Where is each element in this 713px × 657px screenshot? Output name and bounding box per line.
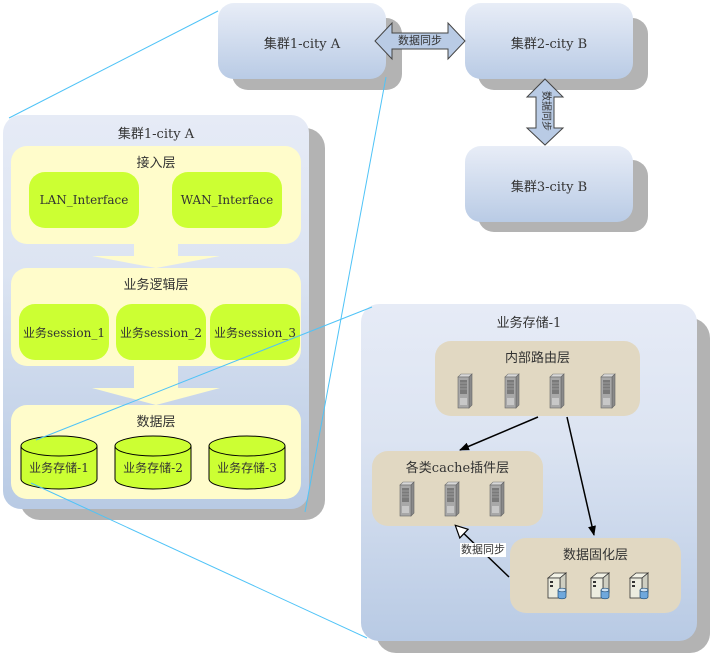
database-server-icon[interactable] <box>628 572 651 600</box>
storage-detail-title: 业务存储-1 <box>496 316 562 331</box>
routing-server-icon[interactable] <box>456 373 473 409</box>
cluster1-box[interactable]: 集群1-city A <box>218 3 386 79</box>
wan-interface-node[interactable]: WAN_Interface <box>172 172 282 228</box>
session-3-node[interactable]: 业务session_3 <box>210 304 300 360</box>
arrow-routing-to-persist <box>566 416 596 536</box>
cache-layer-title: 各类cache插件层 <box>405 461 510 476</box>
logic-layer-title: 业务逻辑层 <box>123 278 189 293</box>
storage-1-cylinder[interactable] <box>20 435 98 490</box>
zoom-line-storage-bottom <box>30 482 368 639</box>
arrow-routing-to-cache <box>459 416 539 451</box>
zoom-line-cluster-left <box>8 10 219 119</box>
routing-layer-title: 内部路由层 <box>504 351 570 366</box>
zoom-line-cluster-right <box>304 76 387 513</box>
sync-label-horizontal: 数据同步 <box>398 34 442 47</box>
cluster3-box[interactable]: 集群3-city B <box>465 146 633 222</box>
access-layer-title: 接入层 <box>136 156 176 171</box>
cache-server-icon[interactable] <box>443 481 460 517</box>
storage-2-label: 业务存储-2 <box>123 461 183 475</box>
cache-server-icon[interactable] <box>488 481 505 517</box>
database-server-icon[interactable] <box>589 572 612 600</box>
routing-server-icon[interactable] <box>503 373 520 409</box>
persist-sync-label: 数据同步 <box>460 543 506 557</box>
storage-1-label: 业务存储-1 <box>29 461 89 475</box>
persist-layer-title: 数据固化层 <box>562 548 628 563</box>
session-2-node[interactable]: 业务session_2 <box>116 304 206 360</box>
storage-2-cylinder[interactable] <box>114 435 192 490</box>
lan-interface-node[interactable]: LAN_Interface <box>29 172 139 228</box>
cluster2-label: 集群2-city B <box>510 37 588 52</box>
storage-3-label: 业务存储-3 <box>217 461 277 475</box>
cluster3-label: 集群3-city B <box>510 180 588 195</box>
cluster1-label: 集群1-city A <box>263 37 341 52</box>
cache-server-icon[interactable] <box>398 481 415 517</box>
routing-server-icon[interactable] <box>548 373 565 409</box>
data-layer-title: 数据层 <box>136 415 176 430</box>
routing-server-icon[interactable] <box>599 373 616 409</box>
session-1-node[interactable]: 业务session_1 <box>19 304 109 360</box>
cluster2-box[interactable]: 集群2-city B <box>465 3 633 79</box>
cluster-detail-title: 集群1-city A <box>117 127 195 142</box>
zoom-line-storage-top <box>35 306 373 441</box>
database-server-icon[interactable] <box>546 572 569 600</box>
storage-3-cylinder[interactable] <box>208 435 286 490</box>
